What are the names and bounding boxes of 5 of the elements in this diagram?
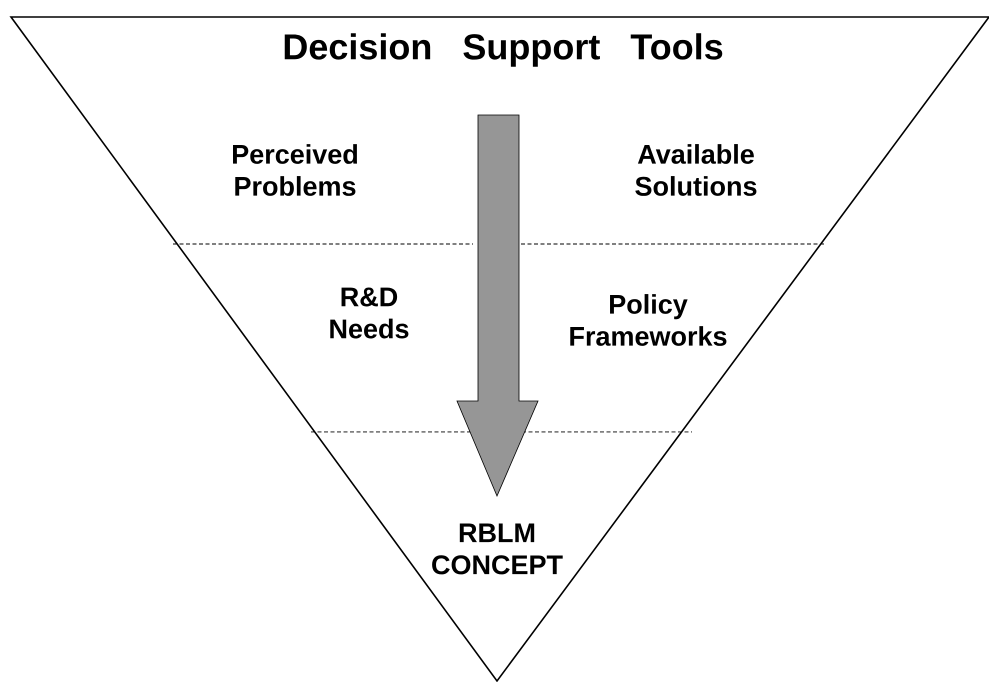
label-text: Available Solutions xyxy=(635,144,756,196)
label-text: R&D Needs xyxy=(330,288,408,338)
label-text: RBLM CONCEPT xyxy=(432,524,563,574)
label-text: Policy Frameworks xyxy=(570,294,726,346)
label-text: Perceived Problems xyxy=(233,144,357,196)
